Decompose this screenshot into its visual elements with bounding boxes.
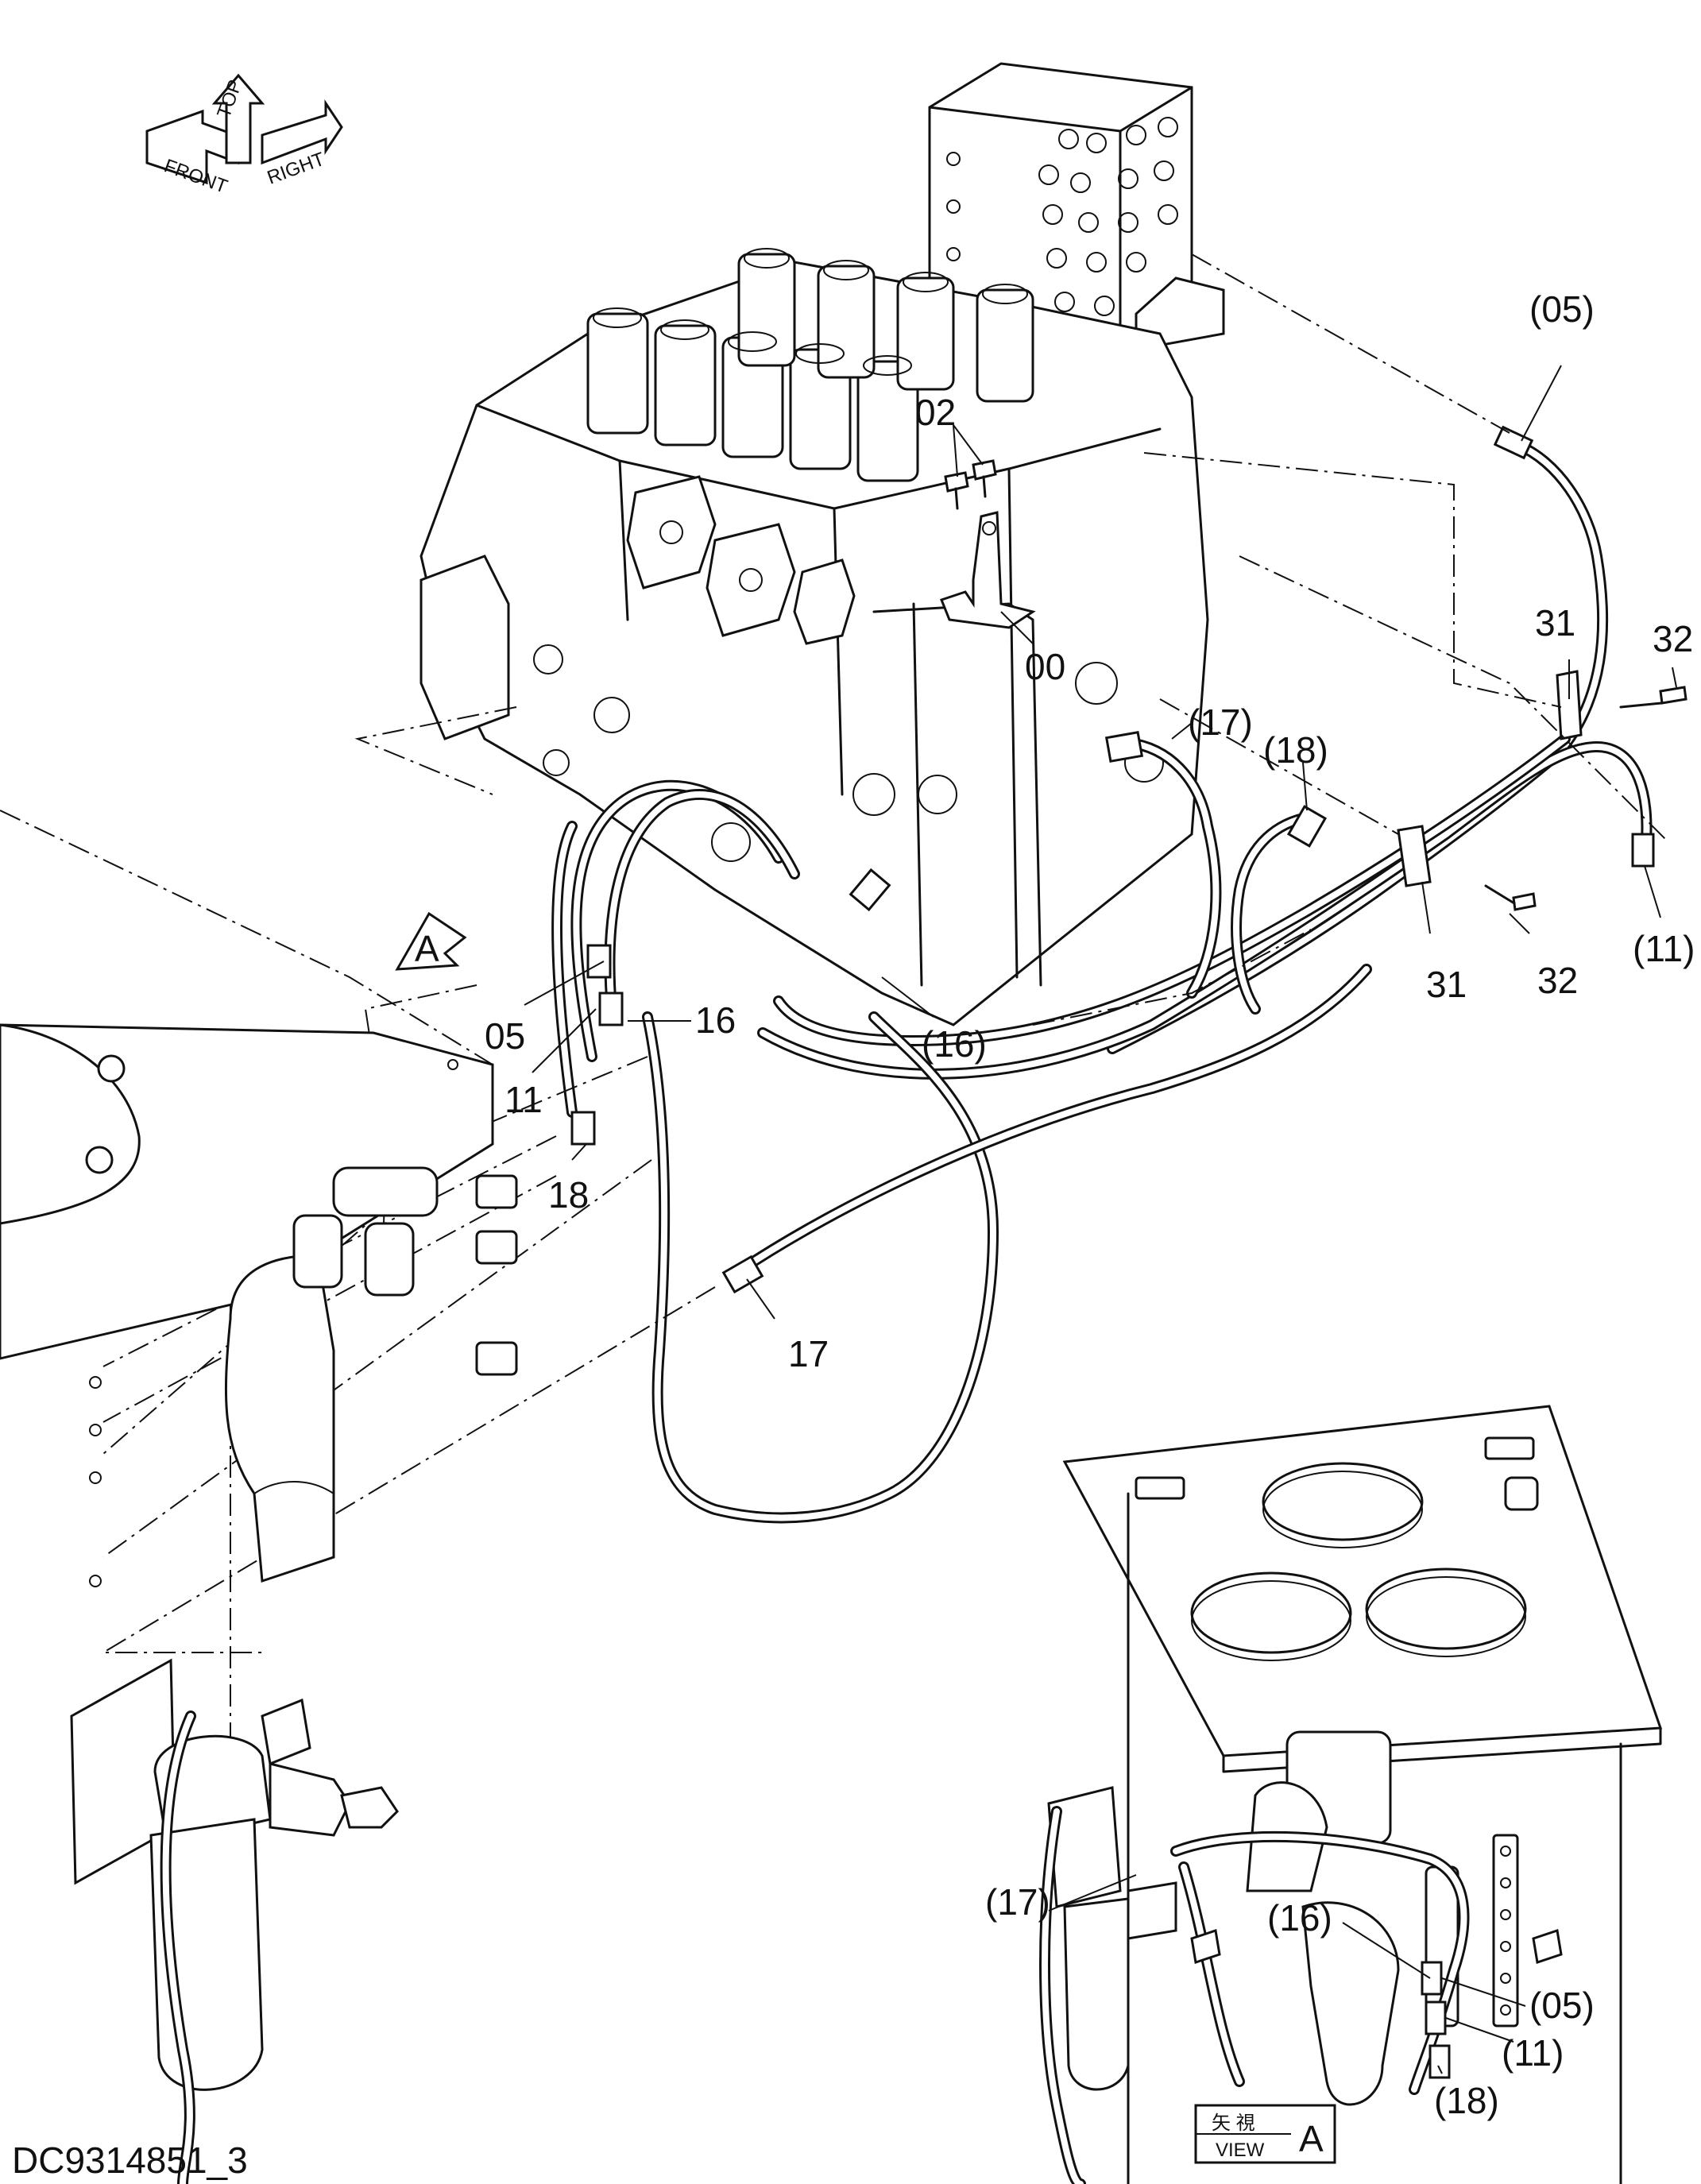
view-a-letter: A	[415, 928, 439, 969]
callout-31-bottom: 31	[1426, 964, 1467, 1005]
callout-17-mid: 17	[788, 1333, 829, 1374]
hydraulic-tank-left	[0, 1023, 518, 1587]
callout-16-mid: (16)	[922, 1023, 987, 1065]
view-a-marker: A	[395, 911, 467, 971]
callout-18-top: (18)	[1263, 729, 1328, 771]
drawing-id: DC9314851_3	[12, 2140, 248, 2181]
hoses	[551, 425, 1655, 1524]
callout-32-bottom: 32	[1537, 960, 1578, 1001]
clamps-31	[1397, 670, 1583, 887]
bracket-00	[940, 511, 1036, 629]
callout-17-view: (17)	[985, 1881, 1050, 1923]
callout-18-view: (18)	[1434, 2080, 1499, 2121]
callout-00: 00	[1025, 646, 1065, 687]
orientation-marker: FRONT TOP RIGHT	[145, 73, 343, 198]
callout-18-left: 18	[548, 1174, 589, 1216]
leader-lines	[524, 365, 1677, 2074]
callout-17-top: (17)	[1188, 702, 1253, 743]
view-box-letter: A	[1299, 2118, 1324, 2159]
bolts-02	[944, 459, 997, 510]
callout-16-left: 16	[695, 999, 736, 1041]
view-label-box: 矢 視 VIEW A	[1194, 2104, 1336, 2164]
callout-05-top: (05)	[1529, 288, 1595, 330]
callout-05-left: 05	[485, 1015, 525, 1057]
callouts: (05) 02 00 31 32 (17) (18) (11) 31 32 (1…	[485, 288, 1695, 2121]
callout-11-left: 11	[505, 1079, 543, 1120]
filter-assembly-left	[70, 1658, 399, 2184]
view-box-bottom: VIEW	[1216, 2140, 1265, 2161]
callout-02: 02	[915, 392, 956, 433]
callout-16-view: (16)	[1267, 1897, 1332, 1939]
callout-31-top: 31	[1535, 602, 1575, 644]
view-a-detail	[1039, 1405, 1663, 2184]
callout-11-view: (11)	[1502, 2032, 1564, 2074]
control-valve-assembly	[419, 62, 1225, 1026]
view-box-top: 矢 視	[1212, 2112, 1255, 2134]
bolts-32	[1484, 686, 1687, 911]
callout-32-top: 32	[1653, 618, 1693, 659]
callout-11-right: (11)	[1633, 928, 1695, 969]
callout-05-view: (05)	[1529, 1985, 1595, 2026]
